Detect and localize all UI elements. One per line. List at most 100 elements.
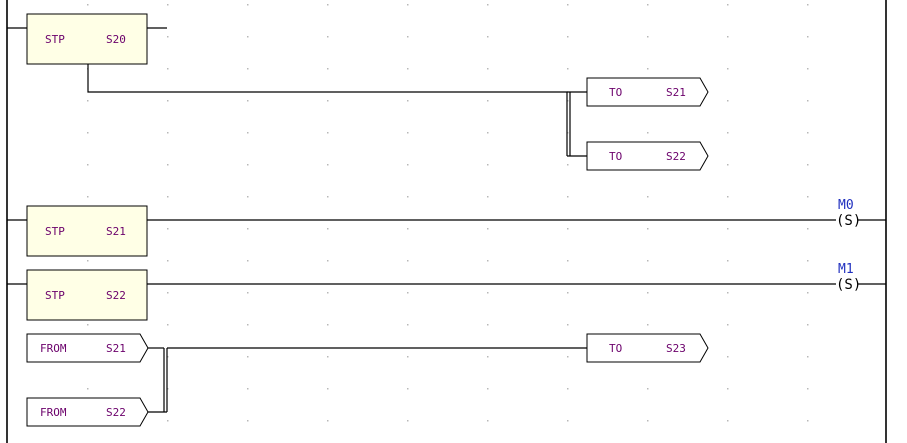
grid-dot bbox=[807, 292, 809, 294]
grid-dot bbox=[407, 388, 409, 390]
stp-s21-op: STP bbox=[45, 225, 65, 238]
grid-dot bbox=[807, 260, 809, 262]
grid-dot bbox=[327, 388, 329, 390]
grid-dot bbox=[167, 292, 169, 294]
stp-s22-box bbox=[26, 269, 148, 321]
grid-dot bbox=[247, 420, 249, 422]
grid-dot bbox=[807, 324, 809, 326]
to-s23-block[interactable]: TO S23 bbox=[586, 333, 709, 363]
stp-s20-box bbox=[26, 13, 148, 65]
stp-s21-arg: S21 bbox=[106, 225, 126, 238]
grid-dot bbox=[327, 292, 329, 294]
grid-dot bbox=[247, 356, 249, 358]
grid-dot bbox=[807, 100, 809, 102]
grid-dot bbox=[487, 420, 489, 422]
grid-dot bbox=[327, 100, 329, 102]
grid-dot bbox=[727, 292, 729, 294]
grid-dot bbox=[247, 324, 249, 326]
grid-dot bbox=[247, 36, 249, 38]
grid-dot bbox=[807, 420, 809, 422]
grid-dot bbox=[567, 132, 569, 134]
grid-dot bbox=[327, 36, 329, 38]
coil-m0-label: M0 bbox=[838, 198, 854, 213]
stp-s22-arg: S22 bbox=[106, 289, 126, 302]
to-s21-block[interactable]: TO S21 bbox=[586, 77, 709, 107]
grid-dot bbox=[727, 356, 729, 358]
stp-s20-block[interactable]: STP S20 bbox=[26, 13, 148, 65]
grid-dot bbox=[167, 68, 169, 70]
grid-dot bbox=[647, 420, 649, 422]
grid-dot bbox=[407, 100, 409, 102]
grid-dot bbox=[647, 36, 649, 38]
grid-dot bbox=[807, 132, 809, 134]
grid-dot bbox=[487, 324, 489, 326]
from-s22-shape bbox=[26, 397, 149, 427]
grid-dot bbox=[567, 420, 569, 422]
grid-dot bbox=[567, 324, 569, 326]
grid-dot bbox=[487, 356, 489, 358]
from-s21-arg: S21 bbox=[106, 342, 126, 355]
stp-s20-op: STP bbox=[45, 33, 65, 46]
grid-dot bbox=[727, 420, 729, 422]
to-s22-block[interactable]: TO S22 bbox=[586, 141, 709, 171]
grid-dot bbox=[327, 324, 329, 326]
grid-dot bbox=[167, 356, 169, 358]
grid-dot bbox=[807, 228, 809, 230]
grid-dot bbox=[727, 164, 729, 166]
grid-dot bbox=[647, 68, 649, 70]
stp-s22-block[interactable]: STP S22 bbox=[26, 269, 148, 321]
to-s22-shape bbox=[586, 141, 709, 171]
grid-dot bbox=[247, 132, 249, 134]
coil-m1[interactable]: M1 (S) bbox=[836, 262, 861, 293]
grid-dot bbox=[487, 260, 489, 262]
from-s21-shape bbox=[26, 333, 149, 363]
grid-dot bbox=[407, 324, 409, 326]
grid-dot bbox=[407, 356, 409, 358]
grid-dot bbox=[567, 356, 569, 358]
grid-dot bbox=[567, 164, 569, 166]
grid-dot bbox=[167, 4, 169, 6]
to-s23-arg: S23 bbox=[666, 342, 686, 355]
grid-dot bbox=[647, 388, 649, 390]
grid-dot bbox=[487, 164, 489, 166]
grid-dot bbox=[87, 388, 89, 390]
grid-dot bbox=[727, 4, 729, 6]
grid-dot bbox=[87, 100, 89, 102]
grid-dot bbox=[567, 196, 569, 198]
grid-dot bbox=[247, 68, 249, 70]
from-s22-block[interactable]: FROM S22 bbox=[26, 397, 149, 427]
grid-dot bbox=[807, 4, 809, 6]
grid-dot bbox=[567, 36, 569, 38]
grid-dot bbox=[727, 260, 729, 262]
grid-dot bbox=[727, 388, 729, 390]
to-s22-arg: S22 bbox=[666, 150, 686, 163]
grid-dot bbox=[567, 292, 569, 294]
coil-m0[interactable]: M0 (S) bbox=[836, 198, 861, 229]
grid-dot bbox=[87, 132, 89, 134]
grid-dot bbox=[167, 420, 169, 422]
grid-dot bbox=[407, 228, 409, 230]
grid-dot bbox=[727, 100, 729, 102]
grid-dot bbox=[247, 260, 249, 262]
grid-dot bbox=[87, 260, 89, 262]
grid-dot bbox=[487, 36, 489, 38]
to-s21-op: TO bbox=[609, 86, 622, 99]
grid-dot bbox=[487, 132, 489, 134]
stp-s21-block[interactable]: STP S21 bbox=[26, 205, 148, 257]
grid-dot bbox=[327, 132, 329, 134]
grid-dot bbox=[807, 164, 809, 166]
grid-dot bbox=[647, 260, 649, 262]
grid-dot bbox=[167, 196, 169, 198]
grid-dot bbox=[407, 68, 409, 70]
grid-dot bbox=[327, 356, 329, 358]
grid-dot bbox=[167, 164, 169, 166]
grid-dot bbox=[487, 100, 489, 102]
from-s21-block[interactable]: FROM S21 bbox=[26, 333, 149, 363]
grid-dot bbox=[647, 196, 649, 198]
grid-dot bbox=[167, 324, 169, 326]
grid-dot bbox=[727, 68, 729, 70]
grid-dot bbox=[807, 196, 809, 198]
grid-dot bbox=[327, 68, 329, 70]
